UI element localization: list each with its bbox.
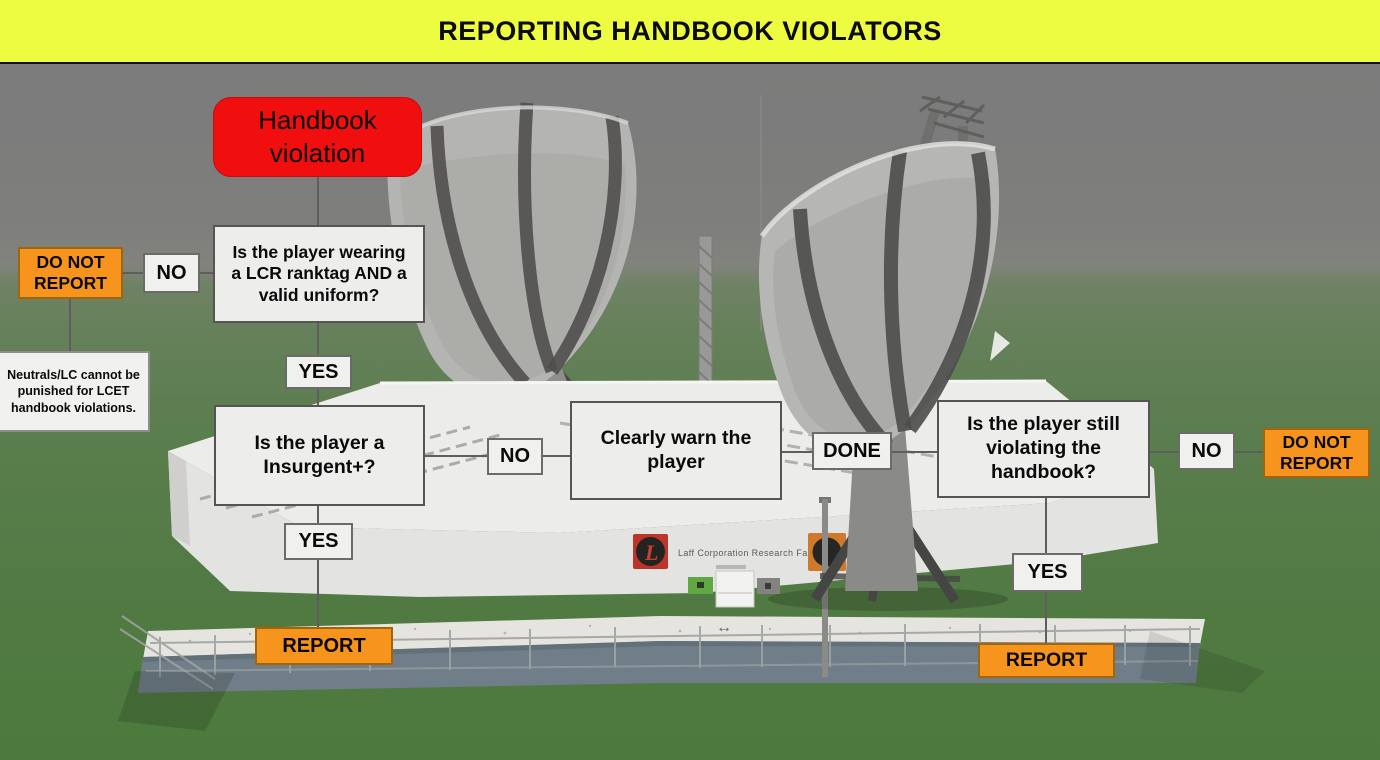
- node-label: REPORT: [1005, 648, 1088, 671]
- node-label: Is the player still violating the handbo…: [967, 413, 1120, 483]
- connector-line: [317, 506, 319, 523]
- small-sign-smudge: [716, 565, 746, 569]
- node-no-still: NO: [1178, 432, 1235, 470]
- node-handbook-violation: Handbook violation: [213, 97, 422, 177]
- building-shadow-right: [1140, 631, 1265, 693]
- node-label: YES: [298, 360, 339, 383]
- connector-line: [69, 299, 71, 351]
- node-label: DO NOT REPORT: [34, 251, 107, 293]
- title-banner: REPORTING HANDBOOK VIOLATORS: [0, 0, 1380, 64]
- node-label: YES: [1027, 561, 1068, 584]
- node-yes-uniform: YES: [285, 355, 352, 389]
- logo-letter: L: [644, 540, 658, 565]
- connector-line: [1235, 451, 1263, 453]
- page-title: REPORTING HANDBOOK VIOLATORS: [438, 15, 942, 46]
- node-label: Neutrals/LC cannot be punished for LCET …: [7, 368, 140, 415]
- arrow-marking: ↔: [716, 619, 732, 636]
- node-label: NO: [156, 261, 187, 284]
- node-label: REPORT: [282, 634, 366, 657]
- building-shadow-left: [118, 671, 235, 731]
- node-note-neutrals: Neutrals/LC cannot be punished for LCET …: [0, 351, 150, 432]
- node-yes-insurgent: YES: [284, 523, 353, 560]
- connector-line: [1045, 592, 1047, 643]
- node-label: YES: [298, 530, 339, 553]
- truss-lattice: [919, 95, 986, 139]
- node-done: DONE: [812, 432, 892, 470]
- node-label: Is the player a Insurgent+?: [254, 431, 385, 478]
- node-question-uniform: Is the player wearing a LCR ranktag AND …: [213, 225, 425, 323]
- lc-logo-icon: [636, 537, 665, 566]
- connector-line: [543, 455, 570, 457]
- node-label: NO: [500, 445, 530, 468]
- node-do-not-report-left: DO NOT REPORT: [18, 247, 123, 299]
- concrete-ledge: [143, 616, 1205, 659]
- node-report-left: REPORT: [255, 627, 393, 665]
- connector-line: [317, 323, 319, 355]
- connector-line: [782, 451, 812, 453]
- node-warn-player: Clearly warn the player: [570, 401, 782, 500]
- node-label: Clearly warn the player: [600, 426, 752, 473]
- connector-line: [1045, 498, 1047, 553]
- node-question-insurgent: Is the player a Insurgent+?: [214, 405, 425, 506]
- dish-glint: [990, 331, 1010, 361]
- connector-line: [200, 272, 213, 274]
- door-sign: [715, 570, 755, 608]
- connector-line: [317, 560, 319, 627]
- connector-line: [892, 451, 937, 453]
- node-label: DO NOT REPORT: [1280, 431, 1353, 473]
- connector-line: [425, 455, 487, 457]
- node-yes-still: YES: [1012, 553, 1083, 592]
- node-question-still-violating: Is the player still violating the handbo…: [937, 400, 1150, 498]
- connector-line: [317, 177, 319, 225]
- satellite-dish-right: [758, 95, 1010, 611]
- connector-line: [317, 388, 319, 405]
- node-label: Handbook violation: [258, 105, 377, 168]
- facility-sign-text: Laff Corporation Research Facility: [678, 548, 828, 558]
- node-no-insurgent: NO: [487, 438, 543, 475]
- node-label: NO: [1191, 439, 1222, 462]
- connector-line: [1150, 451, 1178, 453]
- node-label: DONE: [823, 439, 881, 462]
- node-do-not-report-right: DO NOT REPORT: [1263, 428, 1370, 478]
- connector-line: [123, 272, 143, 274]
- node-report-right: REPORT: [978, 643, 1115, 678]
- node-label: Is the player wearing a LCR ranktag AND …: [231, 241, 407, 305]
- node-no-uniform: NO: [143, 253, 200, 293]
